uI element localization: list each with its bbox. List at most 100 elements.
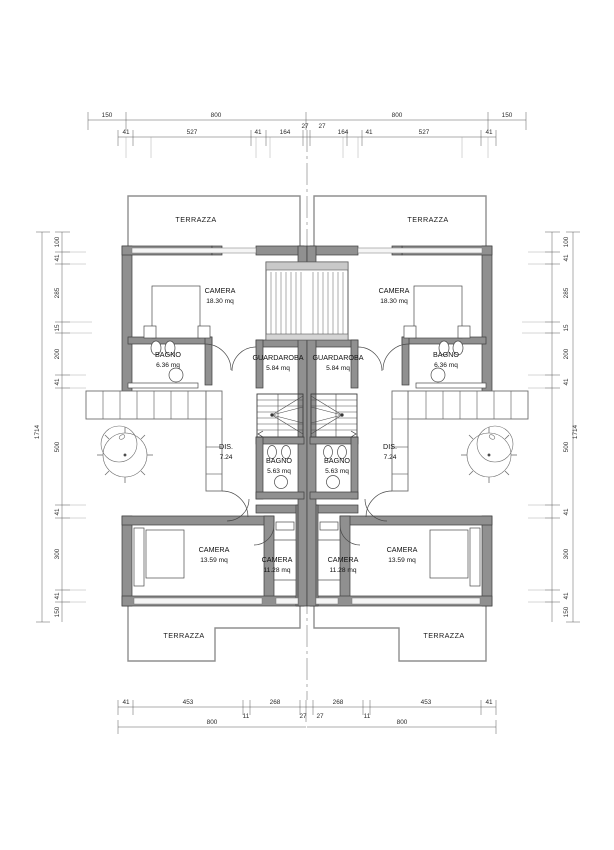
toilet-icon-right [452,340,464,356]
dim-top-outer-1: 800 [211,112,222,119]
label-terrazza-bottom-right: TERRAZZA [423,631,464,640]
stair-winder-fan-right [310,395,344,435]
label-bagno-mid-left: BAGNO [266,456,292,465]
tree-icon [97,427,153,483]
bidet-icon-mid-left [281,445,291,459]
tree-icon-2 [476,425,514,463]
tub-right [415,382,487,389]
label-dis-right: DIS. [383,442,397,451]
wall-left-outer-upper [121,245,133,392]
wall-left-outer-lower [121,515,133,607]
nightstand-left-a [143,325,157,339]
wardrobe-low-left [133,527,145,587]
dim-top-inner-r-2: 41 [365,129,373,136]
area-dis-left: 7.24 [220,454,233,461]
dim-right-7: 41 [563,508,570,516]
door-arc-bagno-right [382,343,410,371]
dim-bot-r-0: 27 [316,713,324,720]
bottom-dimension-block [117,700,497,734]
wall-camera-low-top-left [121,515,275,526]
balcony-outline [265,261,349,341]
window-camera-top-left [131,247,257,254]
staircase-right [310,393,358,438]
dim-bot-r-1: 268 [333,699,344,706]
door-swings-right [339,343,410,546]
dim-top-outer-0: 150 [102,112,113,119]
dim-bot-outer-0: 800 [207,719,218,726]
stair-winder-fan-left [270,395,304,435]
toilet-icon-left [150,340,162,356]
area-camera-low-left: 13.59 mq [200,557,228,564]
area-camera-inner-left: 11.28 mq [263,567,290,574]
window-camera-low-right [351,597,481,605]
tub-left [127,382,199,389]
fixtures-right [317,285,487,587]
tree-icon [461,427,517,483]
wall-center-spine-right [306,245,317,607]
dim-left-total: 1714 [34,424,41,439]
door-arc-camera-low-left [253,524,275,546]
wall-top-right-b [309,245,359,256]
label-bagno-top-right: BAGNO [433,350,459,359]
wall-guardaroba-right [350,339,359,389]
label-terrazza-top-left: TERRAZZA [175,215,216,224]
balcony-right-return [391,390,409,492]
dim-top-inner-l-3: 164 [280,129,291,136]
wall-bagno-mid-bottom-left [255,491,305,500]
dim-right-3: 15 [563,324,570,332]
area-guardaroba-right: 5.84 mq [326,365,350,372]
balcony-left-return [205,390,223,492]
stair-direction-arrow-left [257,430,264,438]
area-guardaroba-left: 5.84 mq [266,365,290,372]
dim-left-7: 41 [54,508,61,516]
window-inner-camera-right [315,597,339,605]
sink-icon-mid-right [326,475,340,489]
dim-bot-l-1: 453 [183,699,194,706]
dim-top-inner-r-4: 41 [485,129,493,136]
bed-camera-top-left [151,285,201,339]
right-dimension-block [522,231,580,623]
balcony-left-outline [85,390,207,420]
label-camera-low-left: CAMERA [199,545,230,554]
window-camera-low-left [133,597,263,605]
area-bagno-mid-left: 5.63 mq [267,468,291,475]
door-swings-left [204,343,275,546]
nightstand-left-b [197,325,211,339]
dim-right-2: 285 [563,287,570,298]
area-bagno-top-right: 6.36 mq [434,362,458,369]
bottom-dimension-labels: 41 453 11 268 27 27 268 11 453 41 800 80… [122,699,493,726]
dim-left-0: 100 [54,236,61,247]
wall-guardaroba-left [255,339,264,389]
dim-right-10: 150 [563,606,570,617]
sink-icon-right [430,367,446,383]
nightstand-right-b [403,325,417,339]
staircase-left [256,393,304,438]
door-arc-bagno-left [204,343,232,371]
dim-left-9: 41 [54,592,61,600]
label-camera-inner-right: CAMERA [328,555,359,564]
sink-icon-mid-left [274,475,288,489]
dim-left-6: 500 [54,441,61,452]
wall-camera-low-top-right [339,515,493,526]
door-arc-camera-low-right [339,524,361,546]
bed-inner-camera-right [317,539,341,581]
wall-bagno-mid-bottom-right [309,491,359,500]
dim-bot-r-4: 41 [485,699,493,706]
label-dis-left: DIS. [219,442,233,451]
balcony-ledge [265,261,349,271]
toilet-icon-mid-left [267,445,277,459]
left-dimension-block [36,231,92,623]
area-bagno-top-left: 6.36 mq [156,362,180,369]
wall-bagno-mid-left-right [350,436,359,500]
balcony-side-left [85,390,223,492]
dim-top-inner-r-1: 164 [338,129,349,136]
dim-right-6: 500 [563,441,570,452]
balcony-right-outline [407,390,529,420]
dim-left-8: 300 [54,548,61,559]
door-arc-dis-right [365,490,393,518]
dim-bot-outer-1: 800 [397,719,408,726]
label-camera-top-left: CAMERA [205,286,236,295]
dim-left-5: 41 [54,378,61,386]
